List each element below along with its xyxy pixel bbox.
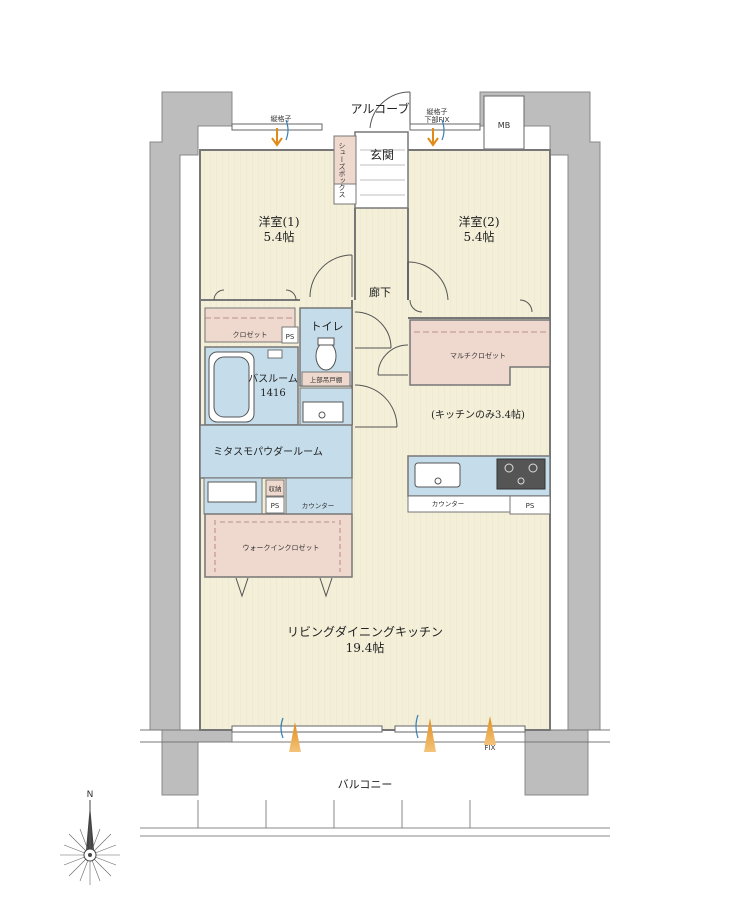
western1-size: 5.4帖 bbox=[263, 229, 294, 244]
western2-name: 洋室(2) bbox=[459, 214, 500, 229]
lattice-right-label-2: 下部FIX bbox=[425, 115, 450, 124]
ps2-label: PS bbox=[271, 502, 280, 510]
kitchen-note: (キッチンのみ3.4帖) bbox=[431, 408, 525, 421]
compass-north-label: N bbox=[87, 790, 94, 800]
walkin-closet bbox=[204, 513, 353, 578]
storage-label: 収納 bbox=[269, 484, 282, 493]
closet-label: クロゼット bbox=[233, 330, 268, 339]
powder-room-label: ミタスモパウダールーム bbox=[213, 445, 323, 458]
lattice-right-label-1: 縦格子 bbox=[427, 107, 448, 116]
powder-room bbox=[199, 424, 353, 479]
bathroom-name: バスルーム bbox=[248, 373, 298, 385]
ventilation-marks bbox=[271, 119, 496, 752]
counter2-label: カウンター bbox=[432, 499, 465, 508]
walkin-closet-label: ウォークインクロゼット bbox=[243, 543, 320, 552]
upper-cabinet bbox=[301, 371, 351, 387]
lattice-left-label: 縦格子 bbox=[271, 114, 292, 123]
balcony-label: バルコニー bbox=[338, 778, 393, 791]
counter-1 bbox=[285, 477, 353, 515]
shoe-box-label: シューズボックス bbox=[338, 142, 346, 198]
genkan-area bbox=[354, 131, 409, 209]
multi-closet-label: マルチクロゼット bbox=[450, 351, 506, 360]
multi-closet bbox=[409, 319, 551, 386]
western2-size: 5.4帖 bbox=[463, 229, 494, 244]
ps3-label: PS bbox=[526, 502, 535, 510]
bathroom-size: 1416 bbox=[260, 388, 285, 399]
ps-box-2 bbox=[265, 496, 285, 514]
mb-label: MB bbox=[498, 121, 510, 130]
alcove-label: アルコーブ bbox=[351, 101, 410, 116]
fix-label: FIX bbox=[485, 744, 496, 752]
closet bbox=[204, 307, 296, 343]
front-door bbox=[369, 91, 411, 129]
western1-name: 洋室(1) bbox=[259, 214, 300, 229]
balcony-railing bbox=[140, 800, 610, 837]
ps-box-1 bbox=[281, 326, 299, 344]
storage-box bbox=[265, 479, 285, 497]
hallway-label: 廊下 bbox=[369, 285, 391, 299]
counter1-label: カウンター bbox=[302, 501, 335, 510]
ps1-label: PS bbox=[286, 333, 295, 341]
ps-box-3 bbox=[509, 495, 551, 515]
ldk-name: リビングダイニングキッチン bbox=[287, 624, 443, 639]
upper-cabinet-label: 上部吊戸棚 bbox=[310, 375, 343, 384]
genkan-label: 玄関 bbox=[370, 147, 394, 162]
toilet-label: トイレ bbox=[311, 320, 344, 333]
compass bbox=[60, 800, 120, 885]
ldk-size: 19.4帖 bbox=[346, 640, 385, 655]
